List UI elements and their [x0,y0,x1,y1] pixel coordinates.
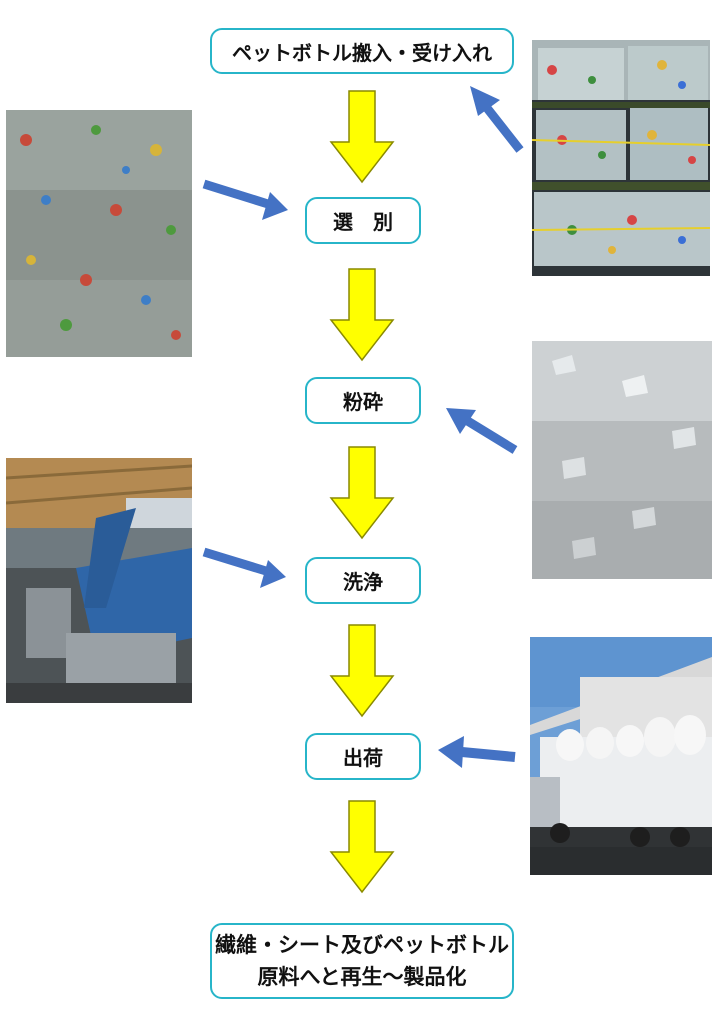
step-sort-label: 選 別 [333,210,393,234]
step-recycle-line1: 繊維・シート及びペットボトル [215,933,509,957]
step-receive-label: ペットボトル搬入・受け入れ [232,40,492,65]
step-sort: 選 別 [305,197,421,244]
step-ship-label: 出荷 [343,746,383,770]
step-ship: 出荷 [305,733,421,780]
flow-arrow-1 [329,90,395,184]
flow-arrow-4 [329,624,395,718]
step-recycle: 繊維・シート及びペットボトル 原料へと再生〜製品化 [210,923,514,999]
flow-arrow-5 [329,800,395,894]
step-recycle-line2: 原料へと再生〜製品化 [257,965,467,989]
bales-photo [532,40,710,276]
bottle-pile-photo [6,110,192,357]
step-crush: 粉砕 [305,377,421,424]
step-receive: ペットボトル搬入・受け入れ [210,28,514,74]
pointer-arrow-to-receive [470,86,524,153]
pointer-arrow-to-sort [202,179,288,220]
step-crush-label: 粉砕 [343,390,383,414]
flow-arrow-2 [329,268,395,362]
step-wash: 洗浄 [305,557,421,604]
pointer-arrow-to-wash [202,547,286,588]
washing-line-photo [6,458,192,703]
pointer-arrow-to-crush [446,408,518,454]
step-wash-label: 洗浄 [343,570,383,594]
pet-flakes-photo [532,341,712,579]
flow-arrow-3 [329,446,395,540]
pointer-arrow-to-ship [438,736,516,768]
shipping-truck-photo [530,637,712,875]
